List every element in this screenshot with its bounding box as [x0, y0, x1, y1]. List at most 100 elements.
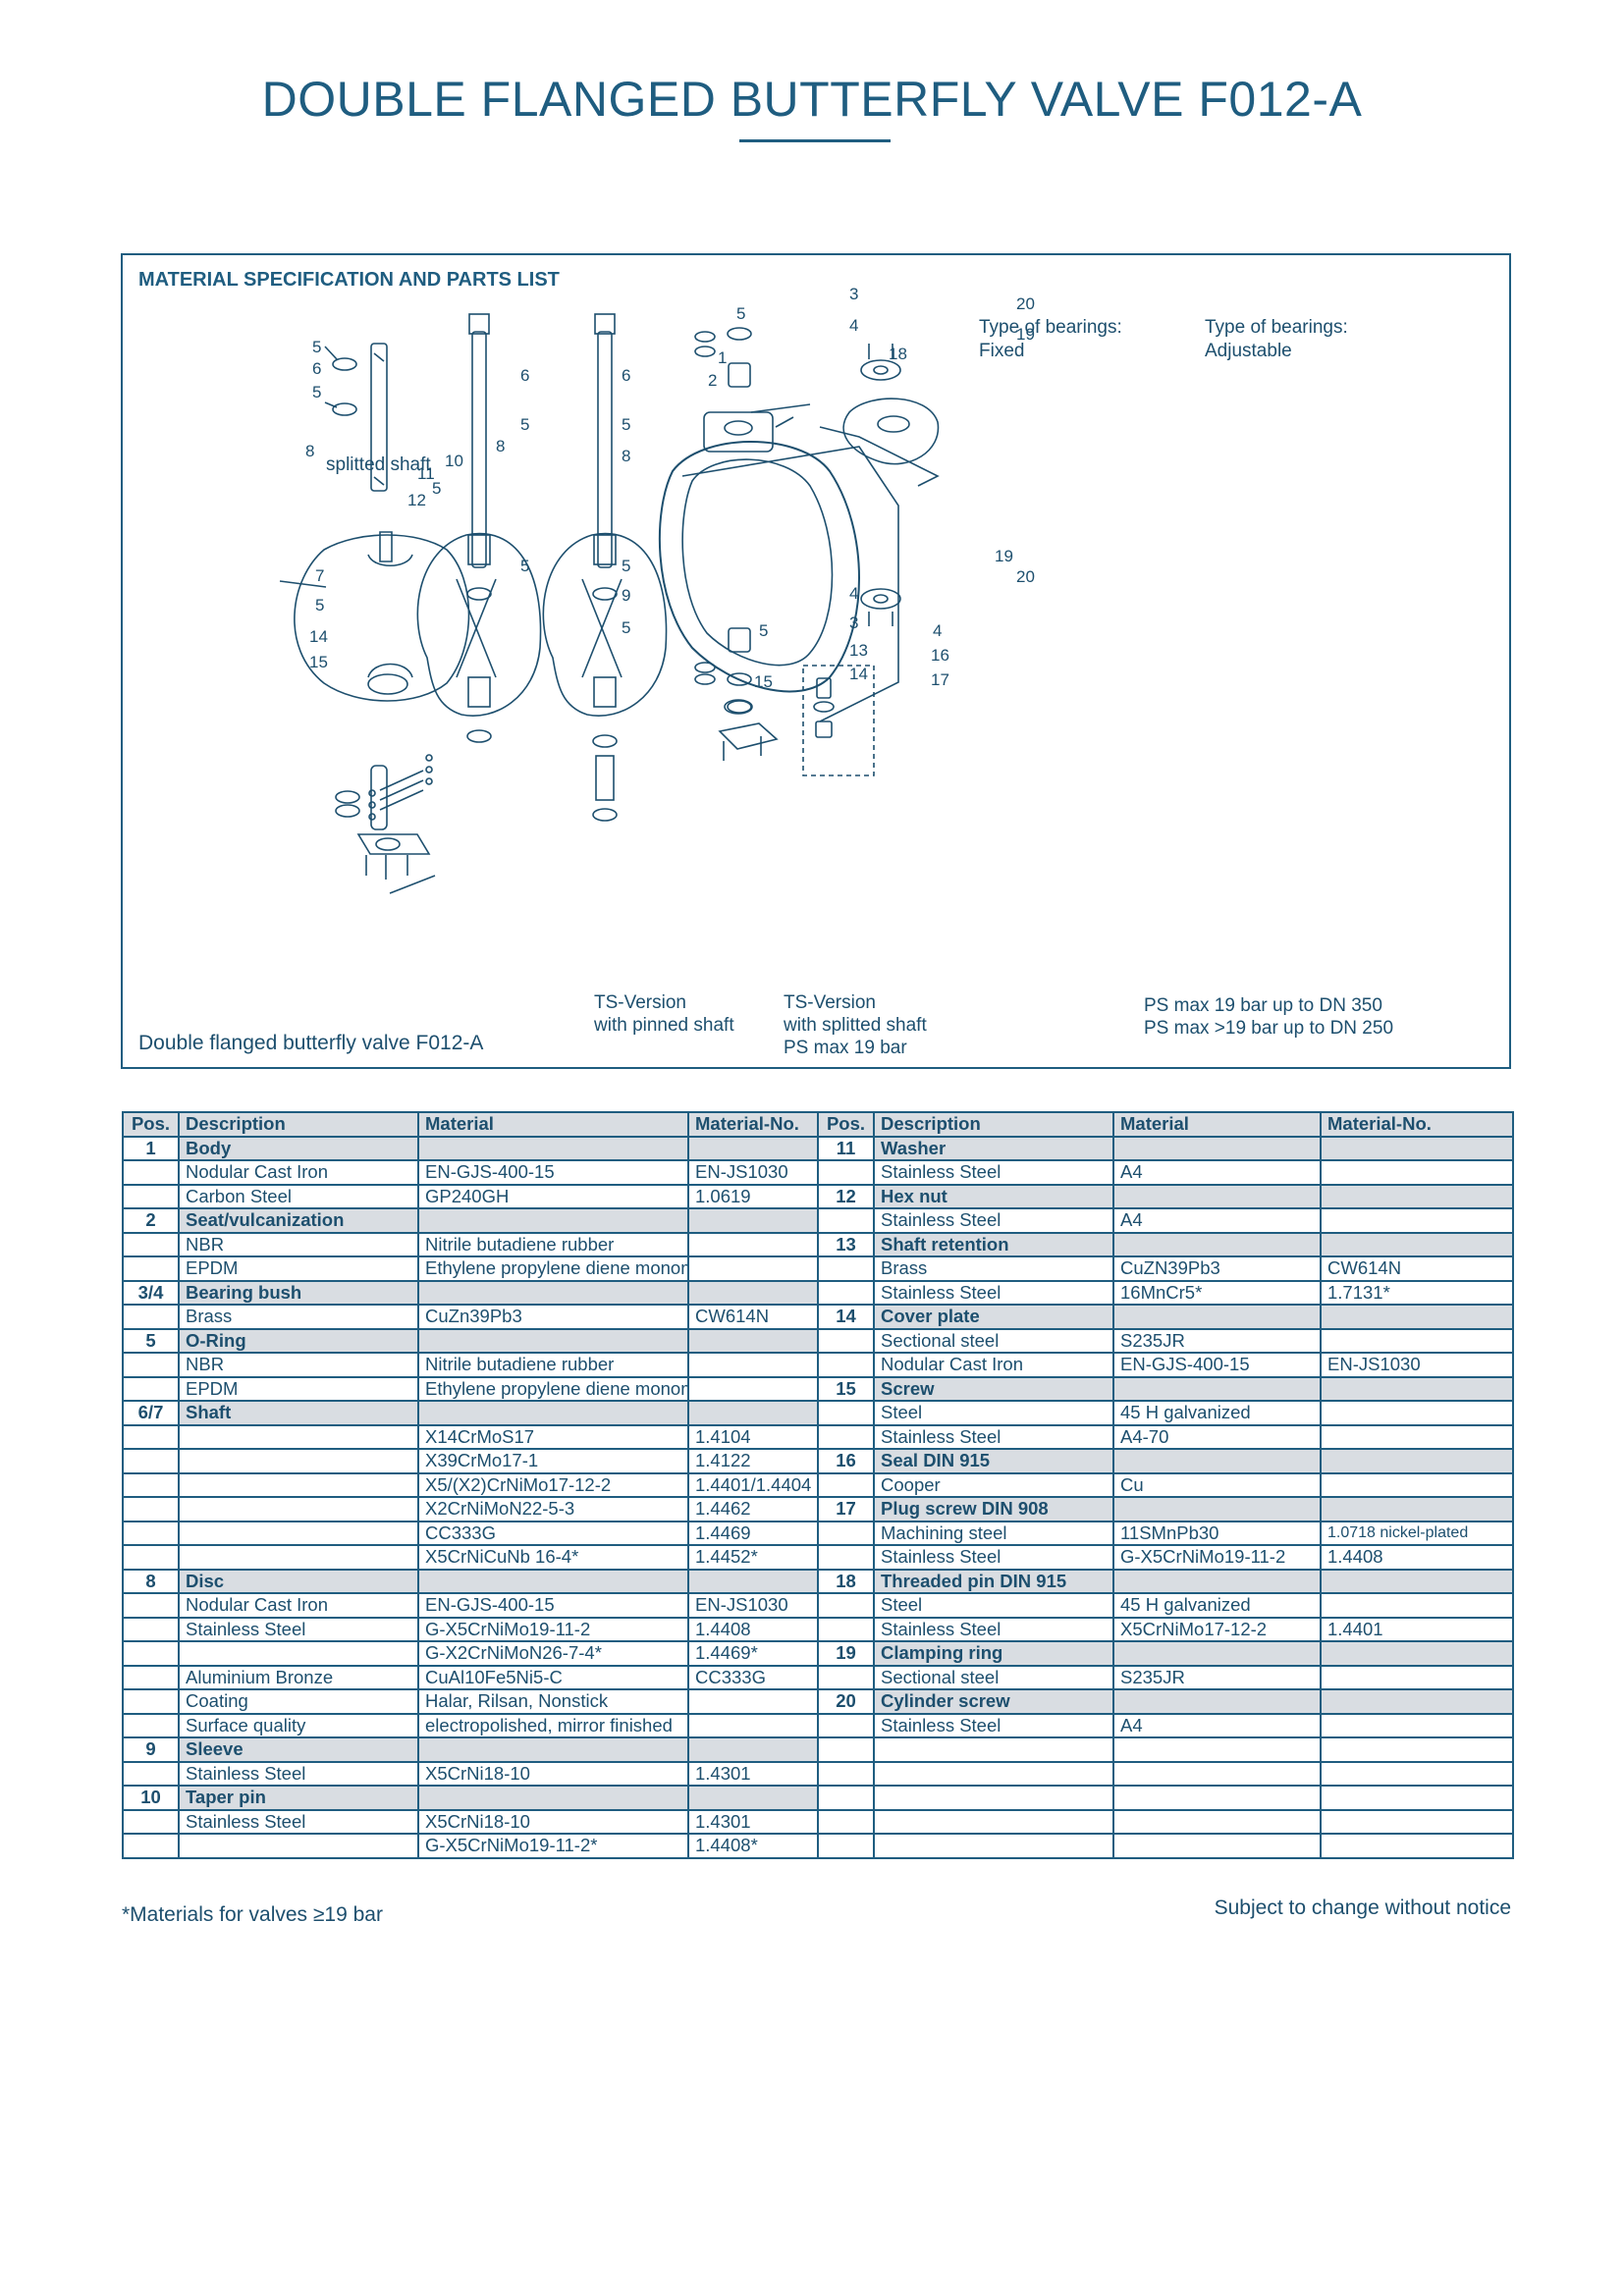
material-no-cell [687, 1207, 819, 1234]
material-no-cell [1320, 1640, 1514, 1667]
bearings-fixed-label: Type of bearings: Fixed [979, 317, 1122, 361]
material-no-cell [687, 1352, 819, 1378]
material-no-cell [687, 1279, 819, 1306]
pos-cell [817, 1616, 875, 1642]
material-cell: S235JR [1112, 1664, 1322, 1690]
ts-splitted-shaft-drawing [542, 313, 668, 822]
material-cell [1112, 1785, 1322, 1811]
ts-splitted-label: TS-Version with splitted shaft PS max 19… [784, 992, 927, 1058]
callout-4c: 4 [933, 621, 942, 640]
section-title-cell: Shaft retention [873, 1231, 1114, 1257]
material-no-cell: EN-JS1030 [687, 1159, 819, 1186]
material-cell: Ethylene propylene diene monomer rubber [417, 1255, 689, 1282]
callout-10: 10 [445, 452, 463, 470]
description-cell: Steel [873, 1400, 1114, 1426]
material-no-cell [687, 1785, 819, 1811]
section-title-cell: Threaded pin DIN 915 [873, 1568, 1114, 1594]
description-cell: Stainless Steel [873, 1423, 1114, 1450]
pos-cell [122, 1833, 180, 1859]
pos-cell [122, 1688, 180, 1715]
material-no-cell: 1.4408* [687, 1833, 819, 1859]
pos-cell: 17 [817, 1496, 875, 1522]
pos-cell [817, 1207, 875, 1234]
material-no-cell [1320, 1760, 1514, 1787]
material-cell: CuAl10Fe5Ni5-C [417, 1664, 689, 1690]
pos-cell: 14 [817, 1304, 875, 1330]
material-no-cell: 1.4469 [687, 1520, 819, 1546]
pos-cell: 9 [122, 1736, 180, 1763]
material-no-cell [1320, 1785, 1514, 1811]
description-cell: NBR [178, 1231, 419, 1257]
pos-cell [817, 1833, 875, 1859]
header-pos-right: Pos. [817, 1111, 875, 1138]
callout-1: 1 [718, 348, 727, 367]
description-cell [873, 1808, 1114, 1835]
material-cell [417, 1135, 689, 1161]
pos-cell: 10 [122, 1785, 180, 1811]
material-no-cell [687, 1255, 819, 1282]
pos-cell [817, 1327, 875, 1354]
material-cell: Ethylene propylene diene monomer rubber [417, 1375, 689, 1402]
material-no-cell [1320, 1448, 1514, 1474]
material-cell [417, 1736, 689, 1763]
material-cell [1112, 1496, 1322, 1522]
material-cell: EN-GJS-400-15 [1112, 1352, 1322, 1378]
material-cell: X5/(X2)CrNiMo17-12-2 [417, 1471, 689, 1498]
pos-cell [122, 1448, 180, 1474]
description-cell [873, 1833, 1114, 1859]
material-cell: EN-GJS-400-15 [417, 1592, 689, 1619]
header-material-no-right: Material-No. [1320, 1111, 1514, 1138]
callout-8c: 8 [622, 447, 630, 465]
pos-cell: 19 [817, 1640, 875, 1667]
section-title-cell: Screw [873, 1375, 1114, 1402]
section-title-cell: Clamping ring [873, 1640, 1114, 1667]
material-no-cell: EN-JS1030 [1320, 1352, 1514, 1378]
header-material-right: Material [1112, 1111, 1322, 1138]
description-cell: Nodular Cast Iron [178, 1159, 419, 1186]
material-no-cell [687, 1231, 819, 1257]
material-cell [1112, 1640, 1322, 1667]
pos-cell: 13 [817, 1231, 875, 1257]
callout-8a: 8 [305, 442, 314, 460]
material-no-cell [1320, 1808, 1514, 1835]
description-cell: Coating [178, 1688, 419, 1715]
footnote: *Materials for valves ≥19 bar [122, 1903, 383, 1926]
splitted-shaft-drawing [324, 343, 388, 492]
material-no-cell [1320, 1568, 1514, 1594]
material-cell: 16MnCr5* [1112, 1279, 1322, 1306]
callout-5h: 5 [622, 557, 630, 575]
material-no-cell [1320, 1592, 1514, 1619]
material-cell: GP240GH [417, 1183, 689, 1209]
material-no-cell: 1.4301 [687, 1808, 819, 1835]
pos-cell [122, 1471, 180, 1498]
exploded-parts-diagram: 5 6 5 8 7 5 14 15 10 11 5 12 8 6 5 5 6 5… [279, 285, 1035, 894]
material-no-cell: 1.4469* [687, 1640, 819, 1667]
material-no-cell [1320, 1833, 1514, 1859]
callout-2: 2 [708, 371, 717, 390]
pos-cell [122, 1592, 180, 1619]
material-cell [1112, 1231, 1322, 1257]
material-cell: EN-GJS-400-15 [417, 1159, 689, 1186]
material-no-cell: 1.4452* [687, 1544, 819, 1571]
pos-cell [122, 1183, 180, 1209]
callout-9: 9 [622, 586, 630, 605]
material-cell [1112, 1304, 1322, 1330]
section-title-cell: Cylinder screw [873, 1688, 1114, 1715]
ps-inset-drawing [802, 665, 875, 776]
description-cell: Nodular Cast Iron [873, 1352, 1114, 1378]
material-cell [417, 1400, 689, 1426]
description-cell [178, 1544, 419, 1571]
